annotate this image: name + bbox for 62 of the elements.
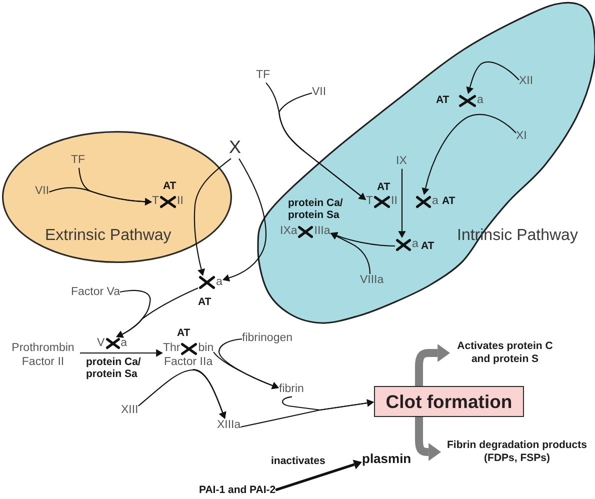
enzyme-label: plasmin bbox=[362, 451, 412, 467]
inhibitor-label: PAI-1 and PAI-2 bbox=[199, 485, 276, 497]
factor-label: X bbox=[229, 137, 242, 159]
factor-label: II bbox=[177, 195, 184, 209]
arrow bbox=[466, 61, 520, 94]
factor-label: a bbox=[412, 238, 418, 252]
arrow bbox=[278, 92, 366, 200]
factor-label: Factor IIa bbox=[164, 356, 213, 370]
arrow bbox=[330, 232, 371, 274]
factor-label: XII bbox=[519, 75, 534, 89]
factor-label: VIIIa bbox=[360, 274, 384, 288]
factor-label: fibrin bbox=[279, 383, 304, 397]
factor-label: XIII bbox=[121, 404, 138, 418]
inhibitor-label: protein Ca/ protein Sa bbox=[288, 198, 344, 222]
factor-label: TF bbox=[71, 154, 86, 168]
factor-label: IXa bbox=[280, 225, 298, 239]
outcome-label: Fibrin degradation products (FDPs, FSPs) bbox=[441, 439, 593, 464]
factor-label: Factor Va bbox=[71, 286, 120, 300]
arrow bbox=[415, 344, 450, 386]
inhibitor-label: AT bbox=[163, 181, 176, 193]
pathway-label: Extrinsic Pathway bbox=[45, 226, 172, 246]
factor-label: T bbox=[366, 195, 374, 209]
arrow bbox=[192, 369, 226, 420]
factor-label: XIIIa bbox=[217, 419, 241, 433]
inhibitor-label: AT bbox=[421, 241, 434, 253]
factor-label: fibrinogen bbox=[242, 332, 293, 346]
inhibitor-label: AT bbox=[377, 182, 390, 194]
arrow bbox=[422, 114, 516, 195]
process-label: Clot formation bbox=[386, 390, 512, 412]
factor-label: II bbox=[391, 195, 398, 209]
arrow bbox=[194, 158, 232, 276]
inhibitor-label: AT bbox=[436, 95, 450, 107]
inhibitor-label: AT bbox=[198, 297, 212, 309]
arrow bbox=[275, 460, 362, 492]
factor-label: T bbox=[152, 195, 160, 209]
process-box bbox=[374, 386, 524, 417]
outcome-label: Activates protein C and protein S bbox=[450, 340, 560, 366]
inhibitor-label: protein Ca/ protein Sa bbox=[86, 357, 142, 380]
arrow bbox=[116, 288, 198, 338]
factor-label: IX bbox=[396, 155, 407, 169]
factor-label: V bbox=[97, 337, 105, 351]
factor-label: a bbox=[216, 276, 222, 290]
arrow bbox=[222, 158, 267, 282]
factor-label: a bbox=[477, 94, 484, 108]
arrow bbox=[48, 187, 152, 206]
arrow bbox=[330, 232, 396, 247]
arrow bbox=[80, 349, 163, 357]
factor-label: VII bbox=[35, 185, 50, 199]
arrow bbox=[398, 168, 406, 238]
arrow bbox=[213, 352, 279, 390]
factor-label: VII bbox=[312, 86, 326, 100]
factor-label: XI bbox=[516, 130, 527, 144]
factor-label: Thr bbox=[163, 342, 180, 356]
factor-label: Prothrombin Factor II bbox=[6, 342, 80, 370]
factor-label: a bbox=[432, 195, 438, 209]
factor-label: IIIa bbox=[314, 225, 330, 239]
factor-label: a bbox=[120, 337, 128, 351]
inhibitor-label: AT bbox=[177, 328, 190, 340]
inhibitor-label: AT bbox=[442, 196, 456, 208]
factor-label: bin bbox=[198, 342, 214, 356]
arrow bbox=[240, 399, 374, 428]
factor-label: TF bbox=[256, 69, 270, 83]
